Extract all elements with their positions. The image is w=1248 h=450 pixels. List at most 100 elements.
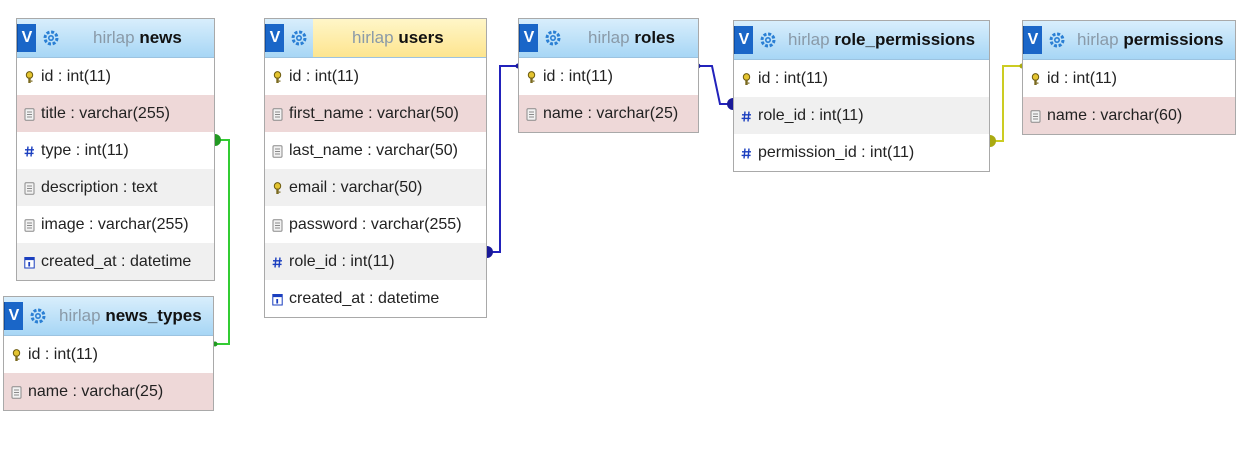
table-header[interactable]: V hirlap news xyxy=(17,19,214,58)
hash-icon xyxy=(741,148,751,159)
database-name: hirlap xyxy=(93,28,135,47)
table-header[interactable]: V hirlap users xyxy=(265,19,486,58)
database-name: hirlap xyxy=(59,306,101,325)
toggle-button[interactable]: V xyxy=(519,24,538,52)
gear-icon[interactable] xyxy=(43,30,59,46)
table-name: role_permissions xyxy=(834,30,976,49)
column-label: created_at : datetime xyxy=(41,253,192,270)
column-label: description : text xyxy=(41,179,158,196)
gear-icon[interactable] xyxy=(760,32,776,48)
table-header[interactable]: V hirlap news_types xyxy=(4,297,213,336)
column-label: id : int(11) xyxy=(28,346,98,363)
gear-icon[interactable] xyxy=(291,30,307,46)
column-row[interactable]: permission_id : int(11) xyxy=(734,134,989,171)
key-icon xyxy=(742,73,751,85)
column-label: type : int(11) xyxy=(41,142,129,159)
column-row[interactable]: name : varchar(60) xyxy=(1023,97,1235,134)
table-title: hirlap news_types xyxy=(59,297,202,335)
table-role-permissions[interactable]: V hirlap role_permissions id : int(11) ro… xyxy=(733,20,990,172)
column-list: id : int(11) role_id : int(11) permission_… xyxy=(734,60,989,171)
relation-users-role-id-to-roles-id xyxy=(487,63,521,258)
column-row[interactable]: id : int(11) xyxy=(17,58,214,95)
key-icon xyxy=(25,71,34,83)
column-row[interactable]: id : int(11) xyxy=(265,58,486,95)
column-row[interactable]: type : int(11) xyxy=(17,132,214,169)
column-label: password : varchar(255) xyxy=(289,216,462,233)
column-label: id : int(11) xyxy=(543,68,613,85)
table-name: permissions xyxy=(1123,30,1224,49)
text-icon xyxy=(24,219,35,232)
column-list: id : int(11) name : varchar(25) xyxy=(4,336,213,410)
hash-icon xyxy=(741,111,751,122)
column-label: role_id : int(11) xyxy=(758,107,864,124)
column-row[interactable]: created_at : datetime xyxy=(17,243,214,280)
table-title: hirlap roles xyxy=(588,19,675,57)
table-users[interactable]: V hirlap users id : int(11) first_name : … xyxy=(264,18,487,318)
text-icon xyxy=(272,145,283,158)
column-row[interactable]: title : varchar(255) xyxy=(17,95,214,132)
table-title: hirlap permissions xyxy=(1077,21,1223,59)
gear-icon[interactable] xyxy=(1049,32,1065,48)
table-permissions[interactable]: V hirlap permissions id : int(11) name : … xyxy=(1022,20,1236,135)
database-name: hirlap xyxy=(588,28,630,47)
gear-icon[interactable] xyxy=(545,30,561,46)
table-news-types[interactable]: V hirlap news_types id : int(11) name : v… xyxy=(3,296,214,411)
column-label: permission_id : int(11) xyxy=(758,144,915,161)
toggle-button[interactable]: V xyxy=(734,26,753,54)
column-row[interactable]: role_id : int(11) xyxy=(734,97,989,134)
toggle-button[interactable]: V xyxy=(4,302,23,330)
key-icon xyxy=(1031,73,1040,85)
table-news[interactable]: V hirlap news id : int(11) title : varcha… xyxy=(16,18,215,281)
table-header[interactable]: V hirlap permissions xyxy=(1023,21,1235,60)
table-roles[interactable]: V hirlap roles id : int(11) name : varcha… xyxy=(518,18,699,133)
column-row[interactable]: created_at : datetime xyxy=(265,280,486,317)
column-row[interactable]: first_name : varchar(50) xyxy=(265,95,486,132)
calendar-icon xyxy=(272,294,283,306)
table-name: users xyxy=(398,28,444,47)
column-row[interactable]: id : int(11) xyxy=(1023,60,1235,97)
column-label: title : varchar(255) xyxy=(41,105,170,122)
column-label: name : varchar(60) xyxy=(1047,107,1183,124)
key-icon xyxy=(527,71,536,83)
column-list: id : int(11) name : varchar(25) xyxy=(519,58,698,132)
hash-icon xyxy=(24,146,34,157)
text-icon xyxy=(526,108,537,121)
column-row[interactable]: last_name : varchar(50) xyxy=(265,132,486,169)
table-header[interactable]: V hirlap role_permissions xyxy=(734,21,989,60)
column-row[interactable]: name : varchar(25) xyxy=(519,95,698,132)
column-label: first_name : varchar(50) xyxy=(289,105,459,122)
toggle-button[interactable]: V xyxy=(265,24,284,52)
column-label: id : int(11) xyxy=(1047,70,1117,87)
toggle-button[interactable]: V xyxy=(1023,26,1042,54)
table-title: hirlap users xyxy=(352,19,444,57)
text-icon xyxy=(1030,110,1041,123)
column-row[interactable]: id : int(11) xyxy=(734,60,989,97)
column-row[interactable]: id : int(11) xyxy=(4,336,213,373)
column-label: id : int(11) xyxy=(289,68,359,85)
table-name: news_types xyxy=(105,306,202,325)
column-row[interactable]: id : int(11) xyxy=(519,58,698,95)
column-row[interactable]: password : varchar(255) xyxy=(265,206,486,243)
text-icon xyxy=(272,219,283,232)
column-row[interactable]: name : varchar(25) xyxy=(4,373,213,410)
column-row[interactable]: description : text xyxy=(17,169,214,206)
column-row[interactable]: role_id : int(11) xyxy=(265,243,486,280)
key-icon xyxy=(273,71,282,83)
relation-role-permissions-permission-id-to-permissions-id xyxy=(990,63,1025,147)
hash-icon xyxy=(272,257,282,268)
text-icon xyxy=(24,182,35,195)
table-header[interactable]: V hirlap roles xyxy=(519,19,698,58)
column-list: id : int(11) title : varchar(255) type : i… xyxy=(17,58,214,280)
column-row[interactable]: image : varchar(255) xyxy=(17,206,214,243)
database-name: hirlap xyxy=(352,28,394,47)
relation-roles-id-to-role-permissions-role-id xyxy=(695,63,733,110)
column-label: created_at : datetime xyxy=(289,290,440,307)
table-title: hirlap role_permissions xyxy=(788,21,975,59)
column-label: last_name : varchar(50) xyxy=(289,142,458,159)
table-name: news xyxy=(139,28,182,47)
toggle-button[interactable]: V xyxy=(17,24,36,52)
gear-icon[interactable] xyxy=(30,308,46,324)
column-row[interactable]: email : varchar(50) xyxy=(265,169,486,206)
calendar-icon xyxy=(24,257,35,269)
column-label: id : int(11) xyxy=(41,68,111,85)
